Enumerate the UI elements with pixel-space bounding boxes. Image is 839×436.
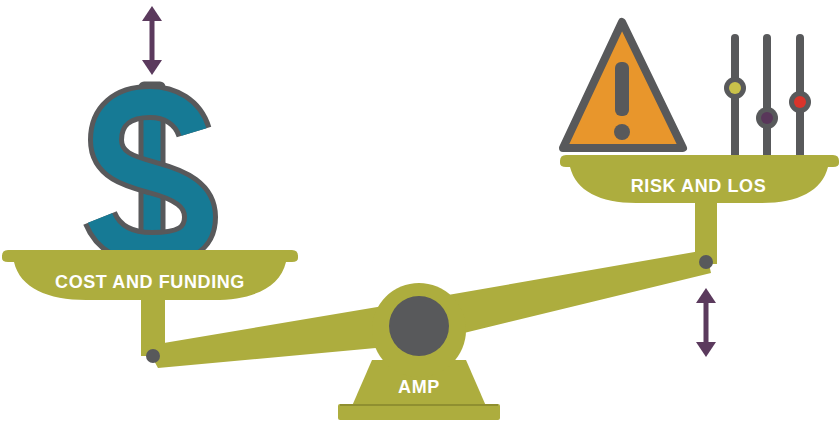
fulcrum-foot xyxy=(338,404,500,420)
node-label: RISK AND LOS xyxy=(558,176,839,196)
dollar-icon xyxy=(100,84,200,250)
pivot-dot xyxy=(146,349,160,363)
risk-pan: RISK AND LOS xyxy=(558,155,839,205)
pivot-dot xyxy=(699,255,713,269)
warning-icon xyxy=(563,22,683,148)
up-down-arrow xyxy=(142,6,162,75)
node-label: AMP xyxy=(338,377,500,397)
node-label: COST AND FUNDING xyxy=(0,272,300,292)
up-down-arrow xyxy=(696,288,716,357)
cost-pan: COST AND FUNDING xyxy=(0,250,300,302)
fulcrum-edge xyxy=(340,404,498,406)
slider-icon xyxy=(724,38,811,155)
fulcrum-pin xyxy=(389,296,449,356)
fulcrum-hub xyxy=(372,283,466,377)
fulcrum-label-area: AMP xyxy=(338,362,500,406)
